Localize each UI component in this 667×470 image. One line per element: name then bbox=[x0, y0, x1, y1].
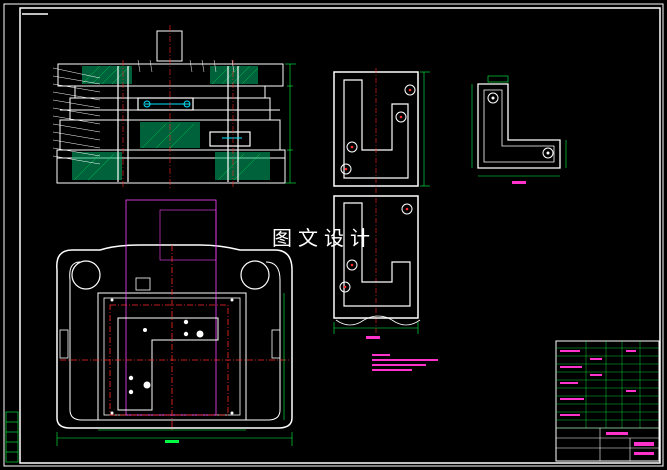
punch-front-view bbox=[333, 68, 430, 335]
watermark-text: 图文设计 bbox=[272, 226, 376, 250]
punch-side-view bbox=[333, 195, 421, 339]
drawing-frame bbox=[3, 3, 664, 467]
front-section-view bbox=[52, 25, 296, 190]
title-block bbox=[555, 340, 660, 462]
part-view bbox=[471, 75, 567, 184]
margin-strip bbox=[5, 411, 19, 463]
technical-notes bbox=[372, 354, 438, 371]
plan-view bbox=[56, 199, 293, 446]
